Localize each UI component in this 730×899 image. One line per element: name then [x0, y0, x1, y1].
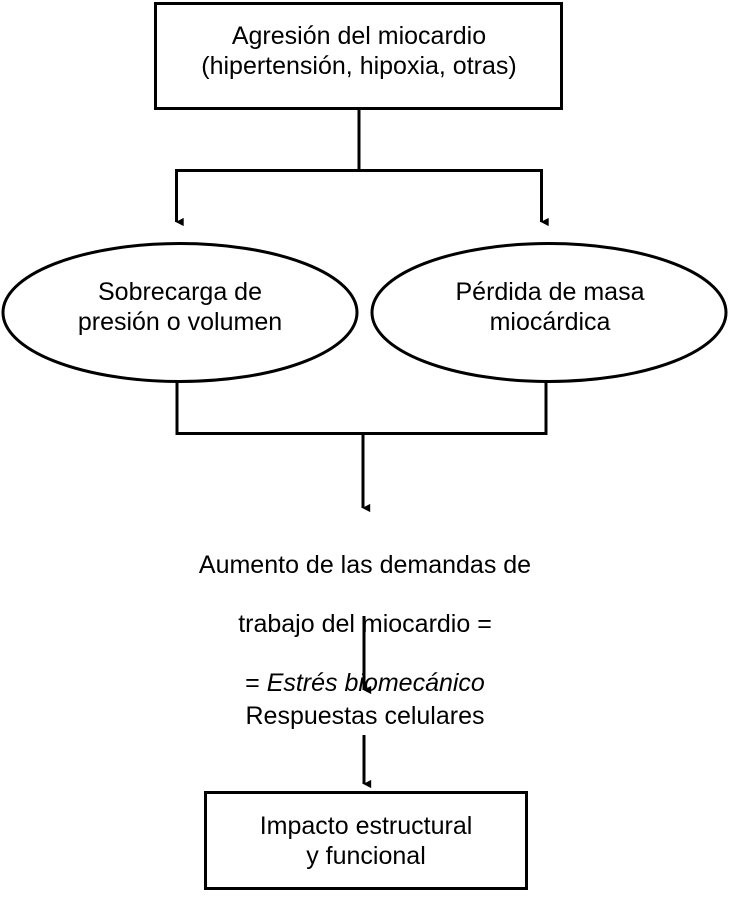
node-overload-shape	[1, 242, 359, 383]
node-aggression-shape	[154, 2, 563, 110]
node-impact-shape	[204, 791, 528, 890]
node-mass-loss-shape	[370, 242, 728, 383]
